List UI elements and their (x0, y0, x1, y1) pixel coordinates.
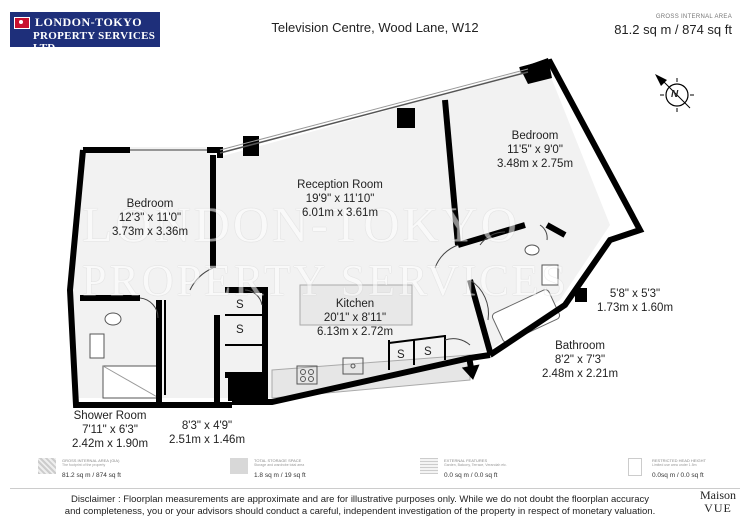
basin-icon (541, 264, 559, 286)
pillars (228, 58, 587, 401)
room-imperial: 7'11" x 6'3" (82, 424, 138, 436)
logo-tagline: RESIDENTIAL SALES, LETTINGS & MANAGEMENT… (33, 54, 154, 58)
storage-icon (230, 458, 248, 474)
room-metric: 2.48m x 2.21m (541, 368, 619, 380)
room-imperial: 20'1" x 8'11" (323, 312, 387, 324)
external-icon (420, 458, 438, 474)
room-imperial: 8'2" x 7'3" (554, 354, 606, 366)
shower-toilet-icon (104, 312, 122, 326)
thin-walls (164, 300, 446, 395)
footer-divider (10, 488, 740, 489)
disclaimer: Disclaimer : Floorplan measurements are … (64, 494, 656, 517)
shower-basin-icon (89, 333, 105, 359)
room-kitchen: Kitchen 20'1" x 8'11" 6.13m x 2.72m (300, 297, 410, 339)
room-bedroom-1: Bedroom 12'3" x 11'0" 3.73m x 3.36m (105, 197, 195, 239)
compass-icon (655, 74, 694, 112)
room-name: Bedroom (511, 130, 559, 142)
hob-icon (296, 365, 318, 385)
kitchen-counter (271, 354, 471, 399)
compass-letter: N (671, 89, 679, 100)
room-name: Bedroom (126, 198, 174, 210)
property-title: Television Centre, Wood Lane, W12 (271, 20, 479, 35)
storage-mark: S (236, 299, 244, 311)
room-imperial: 12'3" x 11'0" (118, 212, 182, 224)
area-dims-corridor: 8'3" x 4'9" 2.51m x 1.46m (162, 419, 252, 447)
area-dims-right: 5'8" x 5'3" 1.73m x 1.60m (590, 287, 680, 315)
gross-area-value: 81.2 sq m / 874 sq ft (614, 22, 732, 37)
storage-mark: S (424, 346, 432, 358)
room-imperial: 11'5" x 9'0" (507, 144, 563, 156)
sink-icon (342, 357, 364, 375)
room-name: Bathroom (555, 340, 605, 352)
room-bathroom: Bathroom 8'2" x 7'3" 2.48m x 2.21m (530, 339, 630, 381)
gia-icon (38, 458, 56, 474)
room-reception: Reception Room 19'9" x 11'10" 6.01m x 3.… (280, 178, 400, 220)
agency-logo: LONDON-TOKYO PROPERTY SERVICES LTD. RESI… (10, 12, 160, 58)
logo-line2: PROPERTY SERVICES LTD. (33, 30, 156, 54)
entrance-arrow-icon (461, 355, 480, 380)
dims-imperial: 5'8" x 5'3" (609, 288, 661, 300)
room-shower: Shower Room 7'11" x 6'3" 2.42m x 1.90m (60, 409, 160, 451)
logo-line1: LONDON-TOKYO (35, 15, 143, 29)
dims-metric: 2.51m x 1.46m (168, 434, 246, 446)
door-swings (139, 224, 548, 346)
dims-imperial: 8'3" x 4'9" (181, 420, 233, 432)
room-bedroom-2: Bedroom 11'5" x 9'0" 3.48m x 2.75m (480, 129, 590, 171)
person-icon (628, 458, 642, 476)
kitchen-island (299, 284, 413, 326)
maison-vue-logo: Maison VUE (700, 488, 736, 515)
toilet-icon (524, 244, 540, 256)
storage-mark: S (397, 349, 405, 361)
gross-area-label: GROSS INTERNAL AREA (655, 14, 732, 20)
room-metric: 6.13m x 2.72m (316, 326, 394, 338)
room-imperial: 19'9" x 11'10" (305, 193, 375, 205)
storage-mark: S (236, 324, 244, 336)
window-glazing (219, 71, 529, 154)
room-metric: 3.48m x 2.75m (496, 158, 574, 170)
dims-metric: 1.73m x 1.60m (596, 302, 674, 314)
room-metric: 3.73m x 3.36m (111, 226, 189, 238)
floor-fill (70, 62, 610, 398)
flag-icon (14, 16, 30, 29)
room-metric: 2.42m x 1.90m (71, 438, 149, 450)
bathtub (491, 289, 561, 343)
room-name: Reception Room (297, 179, 383, 191)
room-name: Kitchen (335, 298, 375, 310)
room-name: Shower Room (73, 410, 147, 422)
room-metric: 6.01m x 3.61m (301, 207, 379, 219)
